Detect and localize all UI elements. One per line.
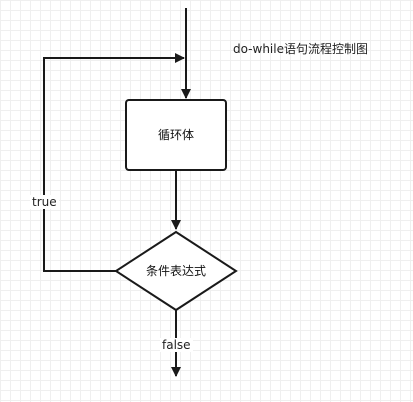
condition-label: 条件表达式 [145,264,206,278]
diagram-caption: do-while语句流程控制图 [233,42,368,56]
true-edge-label: true [30,195,59,209]
true-loop-arrow [43,53,185,272]
false-edge-label: false [160,338,193,352]
loop-body-label: 循环体 [157,128,194,142]
